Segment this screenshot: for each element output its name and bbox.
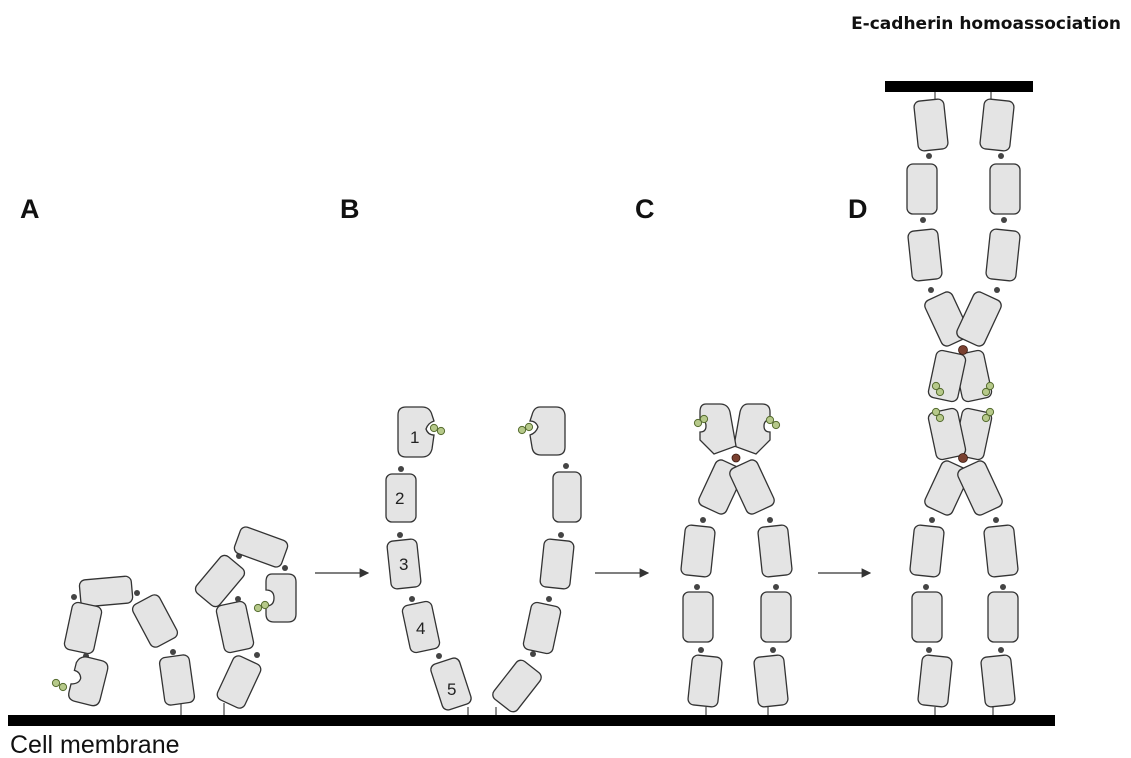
cell-membrane-top <box>885 81 1033 92</box>
cell-membrane-bottom <box>8 715 1055 726</box>
cell-membrane-label: Cell membrane <box>10 731 180 758</box>
panel-a-molecules <box>51 526 297 715</box>
panel-d-molecules <box>906 92 1021 715</box>
panel-label-d: D <box>848 194 868 224</box>
domain-number-2: 2 <box>395 489 404 508</box>
panel-label-a: A <box>20 194 40 224</box>
panel-label-b: B <box>340 194 360 224</box>
panel-b-molecules: 5 4 3 2 1 <box>385 406 582 715</box>
domain-number-3: 3 <box>399 555 408 574</box>
panel-label-c: C <box>635 194 655 224</box>
domain-number-4: 4 <box>416 619 425 638</box>
panel-c-molecules <box>680 403 793 715</box>
diagram-title: E-cadherin homoassociation <box>851 14 1121 34</box>
domain-number-5: 5 <box>447 680 456 699</box>
domain-number-1: 1 <box>410 428 419 447</box>
calcium-ion <box>51 678 61 688</box>
